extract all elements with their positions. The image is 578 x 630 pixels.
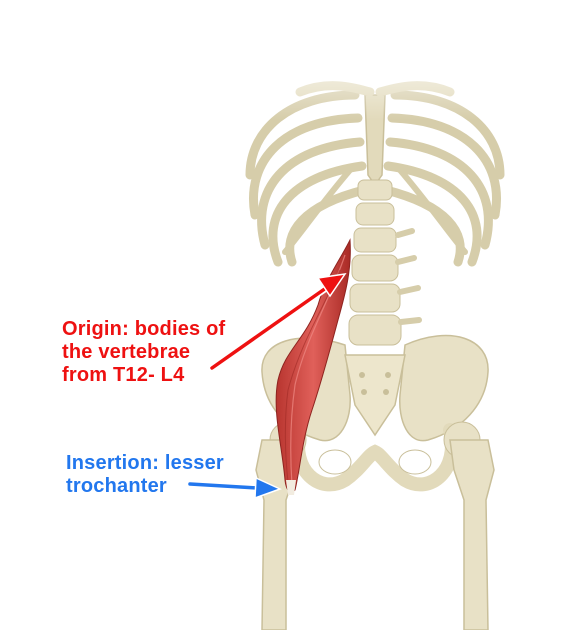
origin-line-3: from T12- L4 (62, 364, 185, 386)
origin-line-1: Origin: bodies of (62, 318, 226, 340)
lumbar-spine (348, 179, 422, 346)
insertion-label: Insertion: lesser trochanter (66, 452, 224, 498)
origin-label: Origin: bodies of the vertebrae from T12… (62, 318, 225, 387)
origin-line-2: the vertebrae (62, 341, 191, 363)
origin-arrow-icon (208, 273, 347, 372)
insertion-arrow-icon (186, 476, 282, 500)
insertion-line-1: Insertion: lesser (66, 452, 224, 474)
insertion-line-2: trochanter (66, 475, 167, 497)
right-femur (443, 421, 495, 630)
